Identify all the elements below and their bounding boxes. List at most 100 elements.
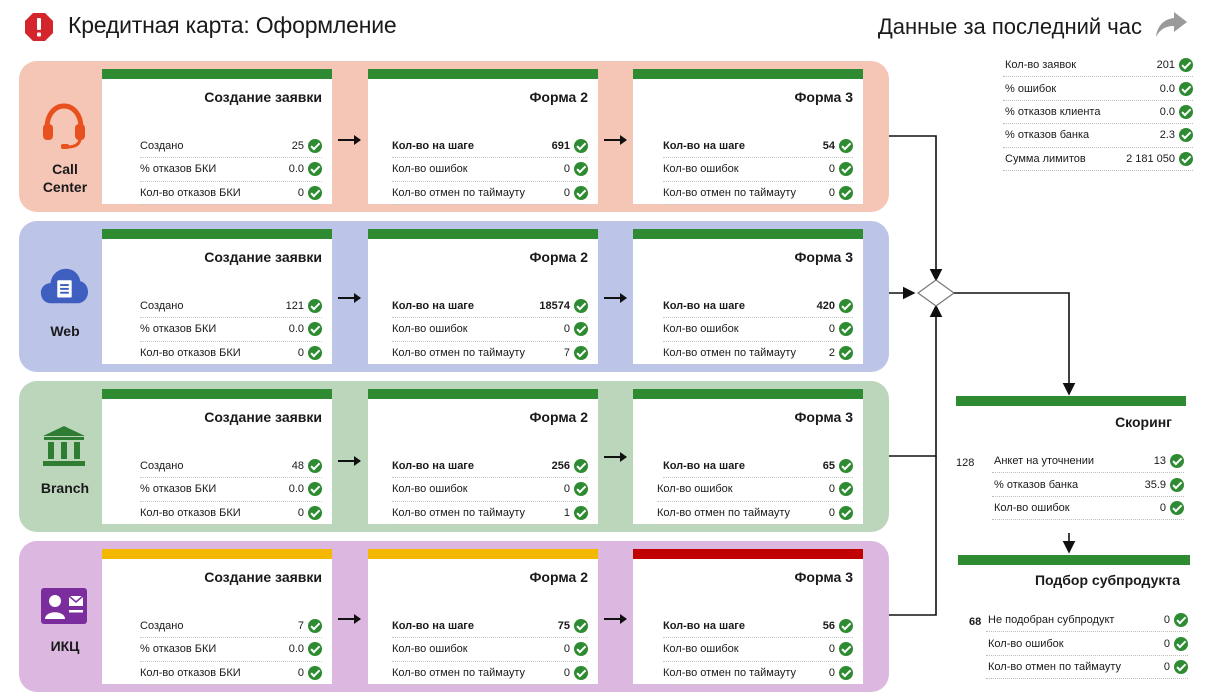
metric-value: 0.0 [288,163,304,176]
card-title: Форма 2 [529,89,588,105]
metric-label: % отказов БКИ [140,163,217,176]
card-title: Форма 3 [794,569,853,585]
metric-label: Создано [140,620,184,633]
check-icon [839,139,853,154]
check-icon [308,345,322,360]
status-bar [102,69,332,79]
metric-label: Кол-во ошибок [663,643,739,656]
share-arrow-icon[interactable] [1154,10,1188,40]
metric-label: Кол-во отмен по таймауту [663,666,797,679]
metric-label: Кол-во на шаге [663,300,746,313]
check-icon [1179,104,1193,119]
check-icon [1179,58,1193,73]
check-icon [574,665,588,680]
status-bar [956,396,1186,406]
metric-label: Кол-во отмен по таймауту [392,666,526,679]
check-icon [1174,659,1188,674]
metric-label: % отказов БКИ [140,483,217,496]
card-title: Форма 3 [794,249,853,265]
check-icon [308,162,322,177]
metric-value: 0 [828,506,835,519]
metric-label: Кол-во отмен по таймауту [392,186,526,199]
contact-card-icon [39,581,89,631]
metric-value: 18574 [539,300,570,313]
check-icon [308,322,322,337]
status-bar [102,389,332,399]
metric-label: Кол-во ошибок [392,163,468,176]
status-bar [102,229,332,239]
check-icon [1170,477,1184,492]
metric-value: 2 [828,346,835,359]
check-icon [839,322,853,337]
check-icon [308,482,322,497]
metric-label: Кол-во отказов БКИ [140,506,241,519]
check-icon [839,299,853,314]
metric-value: 0 [297,506,304,519]
check-icon [308,619,322,634]
status-bar [633,389,863,399]
metric-value: 7 [297,620,304,633]
card-form2[interactable]: Форма 2 Кол-во на шаге 256 Кол-во ошибок 0… [368,389,598,525]
metric-row: % отказов БКИ 0.0 [140,158,322,182]
metric-label: Кол-во на шаге [392,460,475,473]
metric-label: Кол-во отмен по таймауту [988,660,1122,673]
check-icon [839,642,853,657]
metric-value: 256 [551,460,570,473]
check-icon [1174,613,1188,628]
summary-label: % отказов клиента [1005,105,1101,118]
metric-label: Кол-во ошибок [392,483,468,496]
status-bar [633,229,863,239]
metric-value: 0 [563,666,570,679]
card-title: Форма 2 [529,409,588,425]
metric-value: 0 [297,346,304,359]
metric-value: 0 [828,483,835,496]
flow-arrow [604,293,627,303]
metric-label: % отказов банка [994,478,1079,491]
check-icon [1170,454,1184,469]
metric-label: Создано [140,140,184,153]
card-title: Создание заявки [204,89,322,105]
metric-value: 0 [563,483,570,496]
metric-row: Кол-во отмен по таймауту 0 [392,662,588,685]
subproduct-panel[interactable]: Подбор субпродукта 68 Не подобран субпро… [958,555,1190,685]
check-icon [574,505,588,520]
status-bar [633,549,863,559]
check-icon [308,665,322,680]
summary-label: Кол-во заявок [1005,59,1077,72]
summary-label: % отказов банка [1005,129,1090,142]
flow-arrow [604,614,627,624]
metric-value: 75 [557,620,570,633]
status-bar [102,549,332,559]
check-icon [574,139,588,154]
card-title: Форма 3 [794,409,853,425]
check-icon [839,665,853,680]
check-icon [1179,128,1193,143]
metric-value: 0 [563,186,570,199]
